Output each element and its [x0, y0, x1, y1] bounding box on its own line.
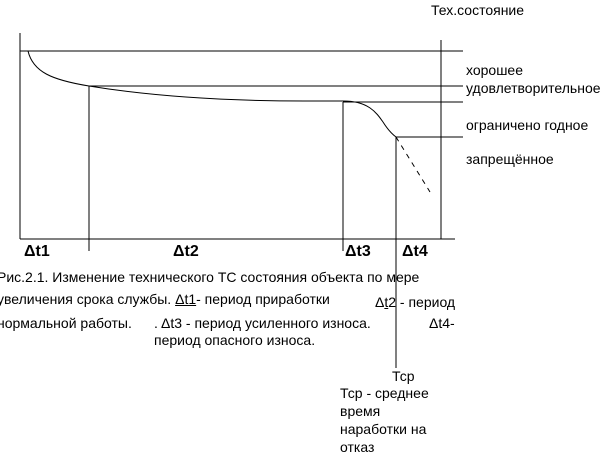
caption-float-1: Δt2 - период	[375, 294, 455, 310]
tcp-label: Тср	[392, 368, 415, 384]
caption-line-1: Рис.2.1. Изменение технического ТС состо…	[0, 269, 420, 285]
caption-line-4: период опасного износа.	[154, 332, 316, 348]
caption-t-link: t	[384, 294, 389, 310]
caption-float-2: Δt4-	[429, 315, 455, 331]
caption-float-1-start: Δ	[375, 294, 385, 310]
caption-line-3: нормальной работы.	[0, 315, 132, 331]
period-label-t3: Δt3	[345, 243, 371, 260]
axis-title: Тех.состояние	[431, 2, 525, 18]
caption-line-2-start: увеличения срока службы.	[0, 291, 176, 307]
caption-line-2: увеличения срока службы. Δt1- период при…	[0, 291, 330, 307]
tcp-desc-3: наработки на	[340, 421, 427, 437]
caption-t1-link: Δt1	[175, 291, 197, 307]
level-label-forbidden: запрещённое	[466, 151, 554, 167]
caption-line-3b: . Δt3 - период усиленного износа.	[154, 315, 371, 331]
tcp-desc-4: отказ	[340, 439, 375, 455]
tcp-desc-1: Тср - среднее	[340, 385, 429, 401]
period-label-t2: Δt2	[173, 243, 199, 260]
condition-curve	[27, 50, 397, 138]
tcp-desc-2: время	[340, 403, 381, 419]
condition-curve-dashed	[395, 136, 431, 193]
period-label-t4: Δt4	[402, 243, 428, 260]
caption-float-1-end: 2 - период	[388, 294, 456, 310]
level-label-good: хорошее	[466, 62, 524, 78]
level-label-limited: ограничено годное	[466, 117, 589, 133]
level-label-satisfactory: удовлетворительное	[466, 80, 601, 96]
period-label-t1: Δt1	[24, 243, 50, 260]
caption-line-2-end: - период приработки	[196, 291, 330, 307]
